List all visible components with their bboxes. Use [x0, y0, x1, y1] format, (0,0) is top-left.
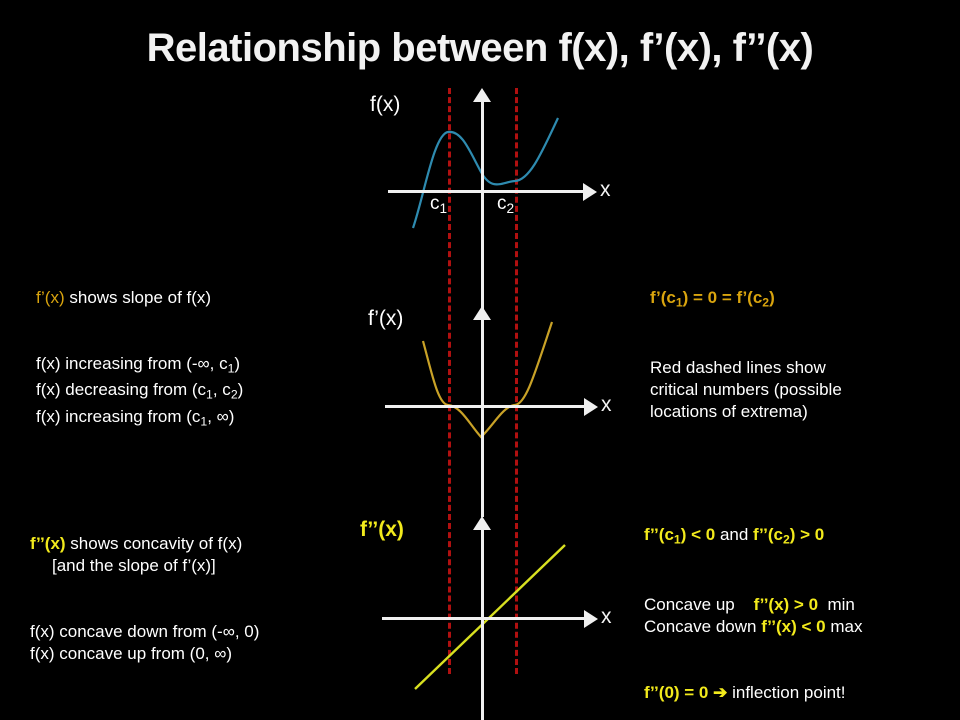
text-block-fdoubleprime-left: f’’(x) shows concavity of f(x) [and the … [30, 533, 259, 665]
y-axis-fdoubleprime [481, 521, 484, 720]
x-axis-label-fdoubleprime: x [601, 605, 612, 628]
x-axis-arrow-fprime [584, 398, 598, 416]
x-axis-label-f: x [600, 178, 611, 201]
concave-up-result: min [827, 595, 855, 615]
eq-post: ) [769, 288, 775, 307]
eq-sub1: 1 [675, 295, 683, 310]
fprime-heading-accent: f’(x) [36, 288, 65, 307]
arrow-icon: ➔ [713, 683, 728, 703]
concave-up-condition: f’’(x) > 0 [753, 595, 819, 615]
text-block-fdoubleprime-right: f’’(c1) < 0 and f’’(c2) > 0 Concave up f… [644, 524, 862, 704]
red-dashed-note-line-2: critical numbers (possible [650, 380, 842, 400]
concave-down-label: Concave down [644, 617, 757, 637]
concavity-line-1: f(x) concave down from (-∞, 0) [30, 622, 260, 641]
red-dashed-note-line-1: Red dashed lines show [650, 358, 826, 378]
interval-3-sub: 1 [200, 414, 208, 429]
fprime-interval-3: f(x) increasing from (c1, ∞) [36, 406, 243, 432]
fdoubleprime-sign-equation: f’’(c1) < 0 and f’’(c2) > 0 [644, 524, 862, 550]
spacer [650, 335, 842, 357]
fprime-heading-rest: shows slope of f(x) [64, 288, 212, 307]
x-axis-label-fprime: x [601, 393, 612, 416]
spacer [36, 331, 243, 353]
fdoubleprime-heading-accent: f’’(x) [30, 534, 66, 553]
concavity-line-2: f(x) concave up from (0, ∞) [30, 644, 233, 663]
eq-pre: f’(c [650, 288, 676, 307]
text-block-fprime-right: f’(c1) = 0 = f’(c2) Red dashed lines sho… [650, 287, 842, 423]
critical-label-c1: c1 [430, 193, 447, 216]
interval-3-post: , ∞) [207, 406, 235, 426]
red-dashed-note-line-3: locations of extrema) [650, 402, 808, 422]
spacer [30, 577, 259, 599]
inflection-equation: f’’(0) = 0 [644, 683, 709, 703]
concave-up-rule: Concave up f’’(x) > 0 min [644, 594, 862, 616]
graph-label-fdoubleprime: f’’(x) [360, 518, 404, 541]
fprime-interval-2: f(x) decreasing from (c1, c2) [36, 379, 243, 405]
x-axis-f [388, 190, 584, 193]
concave-down-result: max [830, 617, 863, 637]
eq-sub2: 2 [762, 295, 770, 310]
eq-a-sub2: 2 [782, 532, 790, 547]
spacer [30, 599, 259, 621]
eq-mid: ) = 0 = f’(c [682, 288, 763, 307]
fdoubleprime-heading-rest: shows concavity of f(x) [65, 534, 243, 553]
interval-2-sub2: 2 [230, 387, 238, 402]
c2-base: c [497, 193, 507, 214]
interval-1-pre: f(x) increasing from (-∞, c [36, 354, 228, 373]
x-axis-arrow-f [583, 183, 597, 201]
fprime-heading: f’(x) shows slope of f(x) [36, 287, 243, 309]
inflection-point-note: f’’(0) = 0 ➔ inflection point! [644, 682, 862, 704]
c1-base: c [430, 193, 440, 214]
concave-down-condition: f’’(x) < 0 [761, 617, 826, 637]
interval-2-mid: , c [212, 380, 231, 400]
c1-subscript: 1 [439, 200, 448, 216]
interval-2-pre: f(x) decreasing from (c [36, 380, 207, 400]
x-axis-fdoubleprime [382, 617, 585, 620]
interval-2-sub: 1 [206, 387, 213, 402]
concave-down-rule: Concave down f’’(x) < 0 max [644, 616, 862, 638]
critical-line-c1 [448, 88, 451, 674]
inflection-text: inflection point! [727, 683, 846, 703]
y-axis-fprime [481, 311, 484, 517]
x-axis-fprime [385, 405, 585, 408]
x-axis-arrow-fdoubleprime [584, 610, 598, 628]
fdoubleprime-heading-line2: [and the slope of f’(x)] [52, 556, 216, 575]
fprime-curve [421, 321, 554, 439]
critical-label-c2: c2 [497, 193, 514, 216]
eq-a-pre2: f’’(c [753, 525, 783, 544]
y-axis-f [481, 94, 484, 312]
spacer [644, 660, 862, 682]
eq-a-post: ) > 0 [789, 525, 825, 544]
fprime-critical-equation: f’(c1) = 0 = f’(c2) [650, 287, 842, 313]
page-title: Relationship between f(x), f’(x), f’’(x) [146, 26, 814, 70]
eq-a-mid: ) < 0 [680, 525, 716, 544]
interval-2-post: ) [237, 380, 244, 400]
interval-1-post: ) [234, 354, 241, 373]
critical-line-c2 [515, 88, 518, 674]
spacer [644, 638, 862, 660]
eq-a-and: and [715, 525, 754, 544]
interval-1-sub: 1 [227, 361, 235, 376]
spacer [644, 550, 862, 572]
c2-subscript: 2 [506, 200, 515, 216]
fprime-interval-1: f(x) increasing from (-∞, c1) [36, 353, 243, 379]
graph-label-fprime: f’(x) [368, 307, 404, 330]
spacer [650, 313, 842, 335]
eq-a-pre: f’’(c [644, 525, 674, 544]
concave-up-label: Concave up [644, 595, 735, 615]
interval-3-pre: f(x) increasing from (c [36, 406, 201, 426]
fdoubleprime-heading: f’’(x) shows concavity of f(x) [30, 533, 259, 555]
eq-a-sub: 1 [673, 532, 681, 547]
spacer [644, 572, 862, 594]
spacer [36, 309, 243, 331]
text-block-fprime-left: f’(x) shows slope of f(x) f(x) increasin… [36, 287, 243, 432]
graph-label-f: f(x) [370, 93, 401, 116]
